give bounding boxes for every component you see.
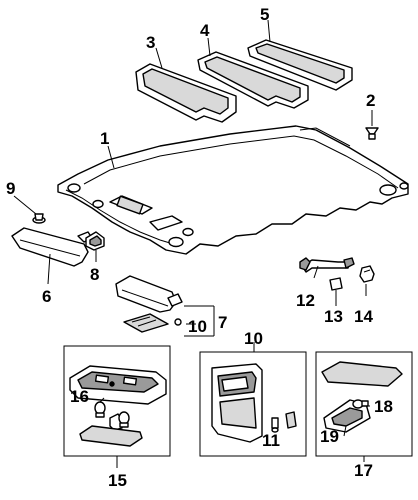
part-14-clip <box>359 265 375 296</box>
callout-9: 9 <box>6 179 15 198</box>
callout-19: 19 <box>320 427 339 446</box>
part-5-pad <box>247 39 353 91</box>
callout-8: 8 <box>90 265 99 284</box>
part-9-clip <box>32 213 46 224</box>
callout-10-box: 10 <box>244 329 263 348</box>
part-12-handle <box>299 257 355 273</box>
callout-15: 15 <box>108 471 127 490</box>
box-10 <box>199 342 307 457</box>
callout-16: 16 <box>70 387 89 406</box>
part-4-pad <box>197 51 309 109</box>
part-2-clip <box>365 110 379 140</box>
box-17 <box>315 351 413 462</box>
callout-17: 17 <box>354 461 373 480</box>
callout-4: 4 <box>200 21 210 40</box>
leader-lines <box>13 19 370 437</box>
part-8-bracket <box>85 231 105 262</box>
box-15 <box>63 345 171 468</box>
callout-1: 1 <box>100 129 109 148</box>
callout-18: 18 <box>374 397 393 416</box>
part-3-pad <box>135 63 237 123</box>
callout-6: 6 <box>42 287 51 306</box>
part-7-visor <box>115 275 183 333</box>
part-13-plug <box>329 277 343 291</box>
callout-11: 11 <box>262 431 280 450</box>
callout-13: 13 <box>324 307 343 326</box>
callout-14: 14 <box>354 307 373 326</box>
callout-10-visor: 10 <box>188 317 207 336</box>
callout-7-bracket <box>184 305 215 337</box>
callout-12: 12 <box>296 291 315 310</box>
callout-2: 2 <box>366 91 375 110</box>
part-1-headliner <box>57 125 409 255</box>
callout-5: 5 <box>260 5 269 24</box>
callout-3: 3 <box>146 33 155 52</box>
part-6-visor <box>11 227 93 267</box>
callout-7: 7 <box>218 313 227 332</box>
callout-labels: 1 2 3 4 5 6 7 8 9 10 10 11 12 13 14 15 1… <box>6 5 393 490</box>
